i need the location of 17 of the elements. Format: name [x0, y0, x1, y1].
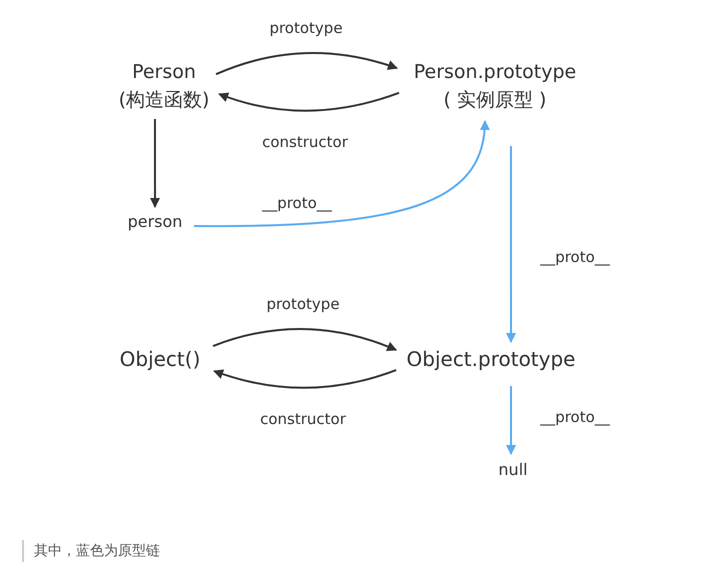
node-label: Object.prototype — [406, 346, 576, 373]
node-label: Person — [131, 60, 197, 85]
arrow — [506, 146, 516, 343]
node-label: person — [126, 211, 184, 233]
arrow — [506, 386, 516, 456]
node-label: Person.prototype — [412, 60, 578, 85]
node-label: ( 实例原型 ) — [442, 88, 548, 113]
arrow — [194, 120, 490, 227]
arrow — [218, 92, 400, 112]
caption: 其中，蓝色为原型链 — [22, 540, 160, 562]
arrow — [213, 369, 396, 389]
arrow — [212, 328, 398, 352]
node-label: null — [497, 459, 529, 481]
node-label: Object() — [118, 346, 202, 373]
arrow — [150, 119, 160, 208]
arrow — [216, 52, 398, 76]
node-label: (构造函数) — [118, 88, 210, 113]
